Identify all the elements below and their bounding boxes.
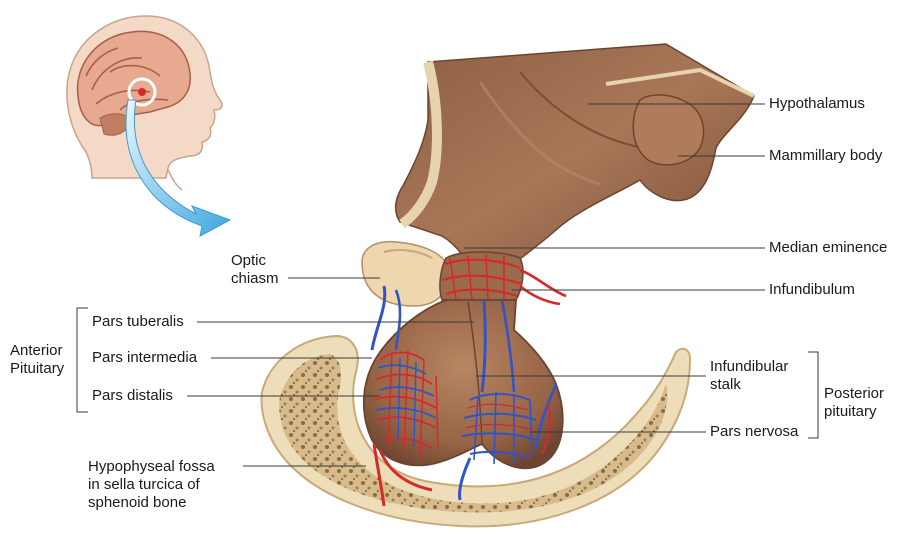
label-hypothalamus: Hypothalamus [769, 95, 865, 113]
optic-chiasm [362, 242, 449, 306]
label-mammillary-body: Mammillary body [769, 147, 882, 165]
label-posterior-pituitary: Posterior pituitary [824, 385, 884, 421]
label-pars-nervosa: Pars nervosa [710, 423, 798, 441]
label-infundibular-stalk: Infundibular stalk [710, 358, 788, 394]
label-anterior-pituitary: Anterior Pituitary [10, 342, 64, 378]
label-pars-tuberalis: Pars tuberalis [92, 313, 184, 331]
label-hypophyseal-fossa: Hypophyseal fossa in sella turcica of sp… [88, 458, 215, 512]
label-pars-intermedia: Pars intermedia [92, 349, 197, 367]
label-pars-distalis: Pars distalis [92, 387, 173, 405]
label-infundibulum: Infundibulum [769, 281, 855, 299]
pituitary-gland [364, 300, 563, 468]
infundibulum-stalk [440, 252, 566, 304]
label-median-eminence: Median eminence [769, 239, 887, 257]
label-optic-chiasm: Optic chiasm [231, 252, 279, 288]
